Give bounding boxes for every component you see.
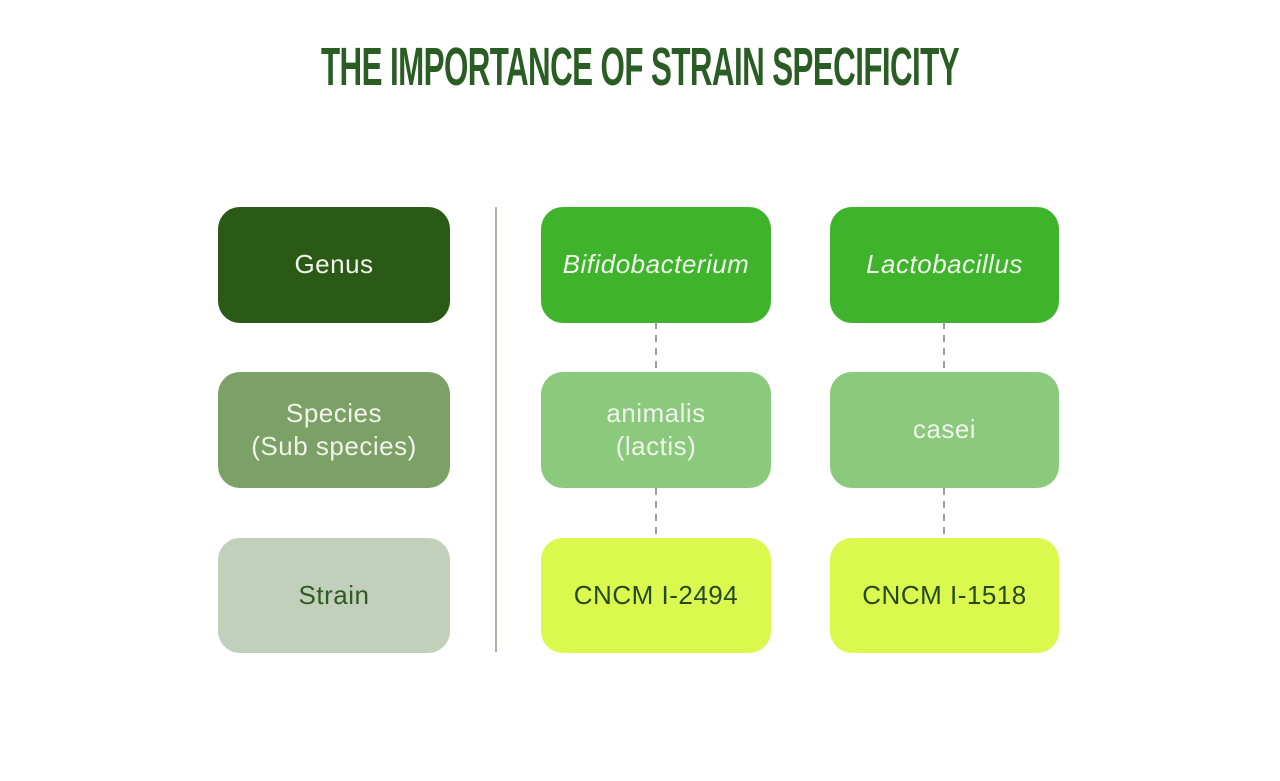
lactobacillus-strain-label: CNCM I-1518 — [862, 579, 1027, 610]
dashed-connector — [943, 322, 945, 372]
bifidobacterium-genus-label: Bifidobacterium — [562, 249, 750, 280]
legend-strain-label: Strain — [298, 579, 370, 610]
lactobacillus-strain-box: CNCM I-1518 — [830, 538, 1059, 653]
bifidobacterium-species-box: animalis (lactis) — [541, 372, 771, 488]
lactobacillus-species-box: casei — [830, 372, 1059, 488]
bifidobacterium-strain-box: CNCM I-2494 — [541, 538, 771, 653]
lactobacillus-genus-box: Lactobacillus — [830, 207, 1059, 323]
legend-genus-box: Genus — [218, 207, 450, 323]
legend-species-label: Species (Sub species) — [251, 397, 417, 461]
column-divider — [495, 207, 497, 652]
dashed-connector — [943, 488, 945, 538]
legend-strain-box: Strain — [218, 538, 450, 653]
bifidobacterium-species-label: animalis (lactis) — [606, 397, 706, 461]
bifidobacterium-genus-box: Bifidobacterium — [541, 207, 771, 323]
bifidobacterium-strain-label: CNCM I-2494 — [573, 579, 739, 610]
legend-species-box: Species (Sub species) — [218, 372, 450, 488]
legend-genus-label: Genus — [294, 249, 374, 280]
page-title: THE IMPORTANCE OF STRAIN SPECIFICITY — [320, 37, 960, 97]
lactobacillus-species-label: casei — [912, 414, 977, 445]
dashed-connector — [655, 322, 657, 372]
lactobacillus-genus-label: Lactobacillus — [866, 249, 1023, 280]
dashed-connector — [655, 488, 657, 538]
